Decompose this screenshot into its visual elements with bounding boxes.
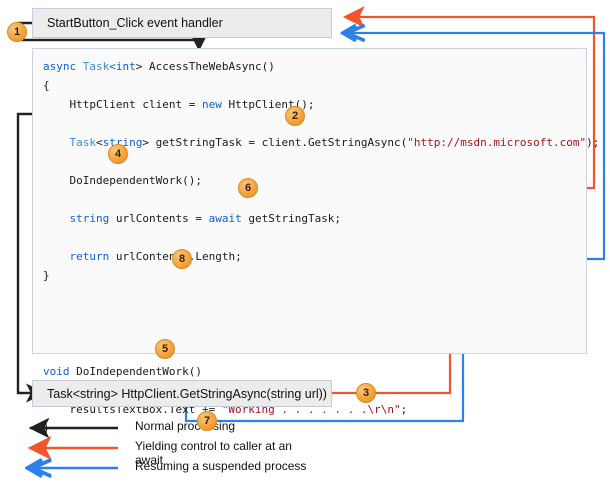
code-line: string urlContents = await getStringTask… — [43, 209, 599, 228]
step-marker-3[interactable]: 3 — [356, 383, 376, 403]
step-marker-4[interactable]: 4 — [108, 144, 128, 164]
code-token: return — [69, 250, 110, 263]
step-marker-5[interactable]: 5 — [155, 339, 175, 359]
step-marker-7[interactable]: 7 — [197, 411, 217, 431]
code-panel: async Task<int> AccessTheWebAsync(){ Htt… — [32, 48, 599, 435]
code-token — [43, 212, 70, 225]
legend-item-label: Resuming a suspended process — [135, 459, 307, 473]
legend-item-normal: Normal processing — [0, 418, 320, 438]
code-line: HttpClient client = new HttpClient(); — [43, 95, 599, 114]
code-line: Task<string> getStringTask = client.GetS… — [43, 133, 600, 152]
code-token: string — [69, 212, 110, 225]
code-token: new — [201, 98, 222, 111]
legend-item-yield: Yielding control to caller at an await — [0, 438, 320, 467]
code-token: } — [43, 422, 50, 435]
code-block-access-the-web: async Task<int> AccessTheWebAsync(){ Htt… — [43, 57, 599, 285]
code-token: HttpClient client = — [43, 98, 202, 111]
step-marker-1[interactable]: 1 — [7, 22, 27, 42]
code-token: } — [43, 269, 50, 282]
legend-item-label: Yielding control to caller at an await — [135, 439, 292, 467]
task-getstringasync-box[interactable]: Task<string> HttpClient.GetStringAsync(s… — [32, 380, 332, 407]
code-line — [43, 190, 599, 209]
code-line: DoIndependentWork(); — [43, 171, 599, 190]
code-token: getStringTask; — [241, 212, 342, 225]
code-token: Task — [82, 60, 110, 73]
event-handler-label: StartButton_Click event handler — [47, 16, 223, 30]
code-token: ; — [400, 403, 408, 416]
code-token: await — [208, 212, 242, 225]
step-marker-6[interactable]: 6 — [238, 178, 258, 198]
code-token: async — [43, 60, 83, 73]
code-line: } — [43, 266, 599, 285]
code-line: return urlContents.Length; — [43, 247, 599, 266]
code-line — [43, 114, 599, 133]
code-token: Task — [69, 136, 97, 149]
code-token: "http://msdn.microsoft.com" — [407, 136, 587, 149]
legend-item-label: Normal processing — [135, 419, 236, 433]
code-token: { — [43, 79, 50, 92]
code-token: DoIndependentWork() — [69, 365, 202, 378]
code-token: ); — [586, 136, 600, 149]
task-getstringasync-label: Task<string> HttpClient.GetStringAsync(s… — [47, 386, 327, 401]
step-marker-2[interactable]: 2 — [285, 106, 305, 126]
code-token: DoIndependentWork(); — [43, 174, 202, 187]
code-line — [43, 228, 599, 247]
code-line: void DoIndependentWork() — [43, 362, 407, 381]
step-marker-8[interactable]: 8 — [172, 249, 192, 269]
legend-item-resume: Resuming a suspended process — [0, 458, 320, 478]
code-token: void — [43, 365, 70, 378]
code-token: int — [115, 60, 136, 73]
code-token: > getStringTask = client.GetStringAsync( — [142, 136, 408, 149]
code-token: urlContents = — [109, 212, 209, 225]
code-token: < — [96, 136, 103, 149]
code-token: < — [109, 60, 116, 73]
code-line — [43, 343, 407, 362]
event-handler-box[interactable]: StartButton_Click event handler — [32, 8, 332, 38]
code-line: { — [43, 76, 599, 95]
code-line: } — [43, 419, 407, 438]
code-token: > AccessTheWebAsync() — [135, 60, 275, 73]
code-token — [43, 250, 70, 263]
code-line: async Task<int> AccessTheWebAsync() — [43, 57, 599, 76]
code-token — [43, 136, 70, 149]
code-token: "Working . . . . . . .\r\n" — [221, 403, 401, 416]
